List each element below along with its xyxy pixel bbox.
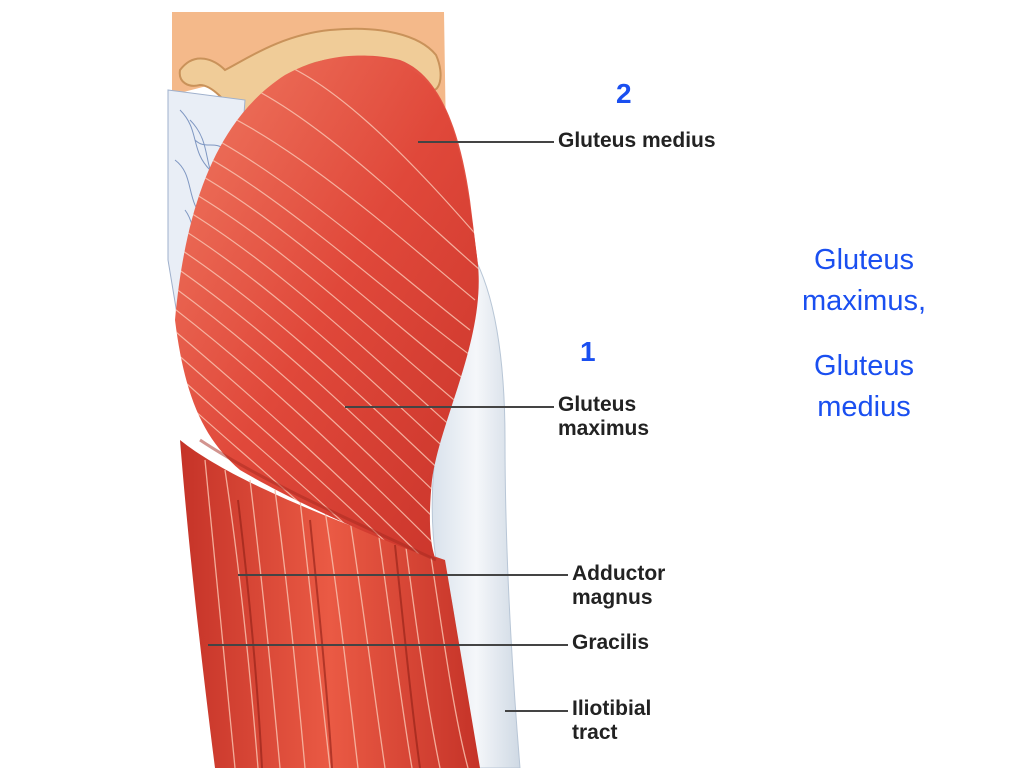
note-line2: maximus,: [801, 285, 927, 317]
label-iliotibial-line1: Iliotibial: [572, 697, 652, 720]
note-spacer: [774, 322, 954, 346]
skin-region: [172, 12, 446, 140]
label-gluteus-maximus-line2: maximus: [558, 417, 650, 440]
note-line3: Gluteus: [814, 350, 914, 382]
leader-lines: [208, 141, 568, 712]
gluteus-maximus-muscle: [175, 55, 479, 560]
label-iliotibial-line2: tract: [572, 721, 618, 744]
note-text: Gluteus maximus, Gluteus medius: [774, 240, 954, 428]
label-adductor-magnus: Adductor magnus: [572, 562, 665, 610]
label-iliotibial-tract: Iliotibial tract: [572, 697, 651, 745]
note-line1: Gluteus: [814, 244, 914, 276]
label-gluteus-medius: Gluteus medius: [558, 129, 716, 152]
label-adductor-magnus-line1: Adductor: [572, 562, 666, 585]
label-gluteus-maximus-line1: Gluteus: [558, 393, 637, 416]
marker-2: 2: [616, 78, 632, 109]
marker-1: 1: [580, 336, 596, 367]
note-line4: medius: [817, 391, 911, 423]
label-gracilis: Gracilis: [572, 631, 650, 654]
label-adductor-magnus-line2: magnus: [572, 586, 653, 609]
label-gluteus-maximus: Gluteus maximus: [558, 393, 649, 441]
thigh-muscles: [180, 440, 480, 768]
